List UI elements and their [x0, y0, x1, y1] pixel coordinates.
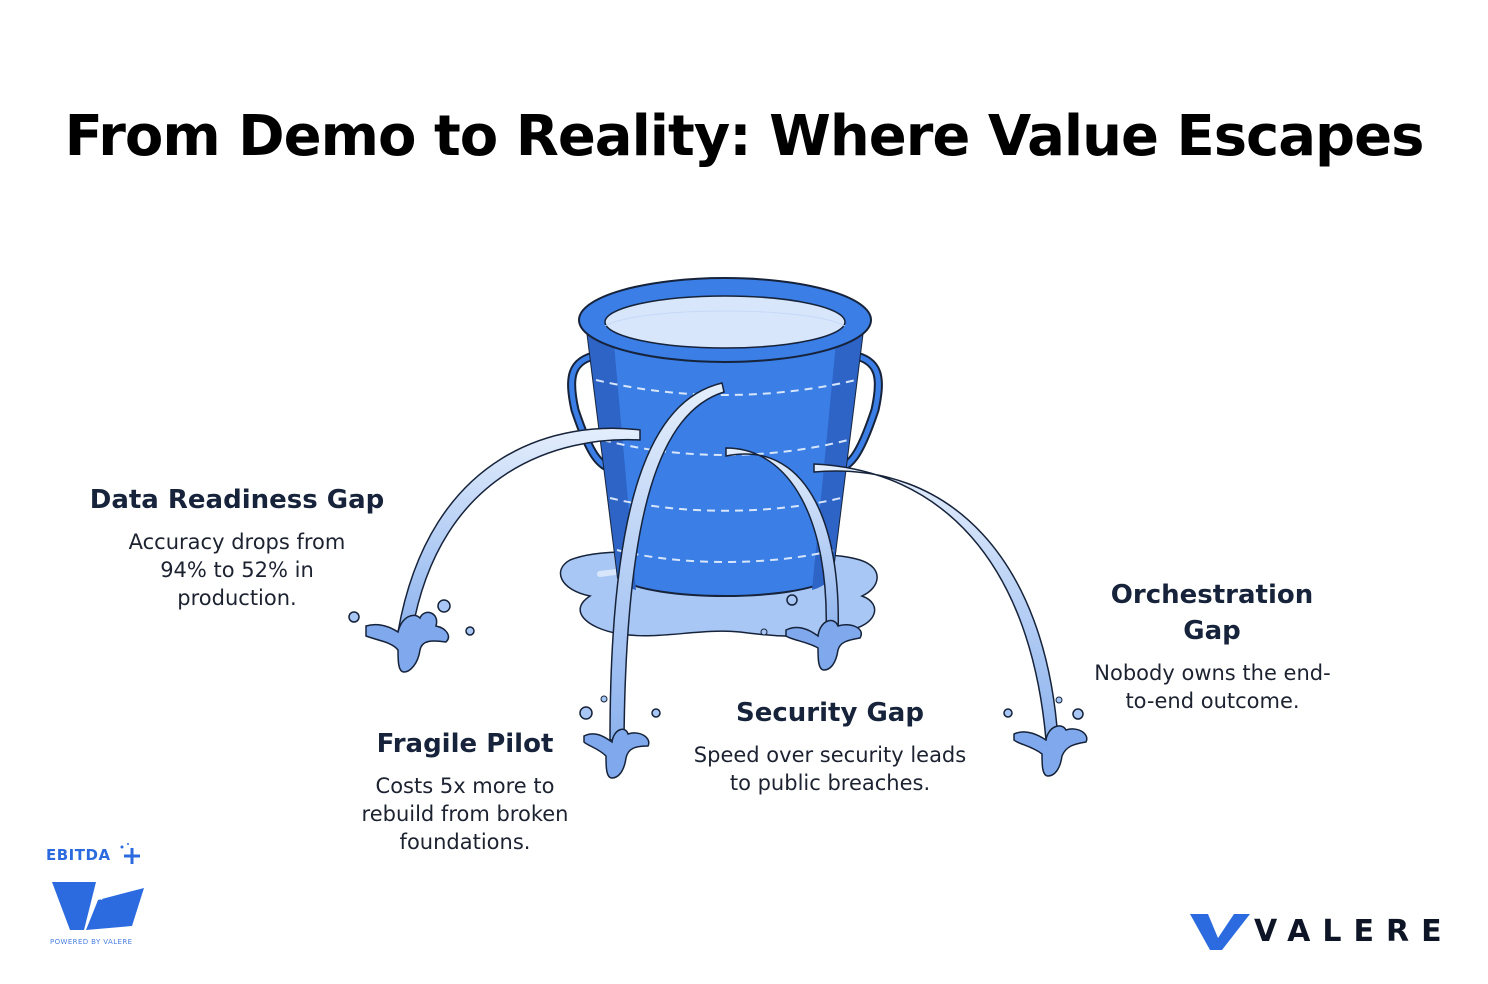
splash-data-readiness [348, 599, 475, 673]
ebitda-powered-by: POWERED BY VALERE [50, 938, 133, 946]
security-gap-body: Speed over security leads to public brea… [693, 743, 967, 795]
orchestration-gap-body: Nobody owns the end-to-end outcome. [1094, 661, 1331, 713]
fragile-pilot-label: Fragile Pilot Costs 5x more to rebuild f… [330, 726, 600, 856]
orchestration-gap-heading: Orchestration Gap [1110, 580, 1314, 646]
splash-orchestration [1003, 696, 1088, 777]
ebitda-rocket-icon [52, 843, 144, 930]
splash-security [785, 619, 863, 671]
data-readiness-heading: Data Readiness Gap [89, 485, 385, 515]
fragile-pilot-body: Costs 5x more to rebuild from broken fou… [361, 774, 569, 854]
page-title: From Demo to Reality: Where Value Escape… [64, 104, 1425, 169]
data-readiness-label: Data Readiness Gap Accuracy drops from 9… [82, 482, 392, 612]
fragile-pilot-heading: Fragile Pilot [376, 729, 554, 759]
ebitda-wordmark: EBITDA [46, 846, 111, 864]
splash-fragile-pilot [579, 695, 661, 779]
data-readiness-body: Accuracy drops from 94% to 52% in produc… [128, 530, 346, 610]
valere-logo: VALERE [1188, 908, 1458, 956]
orchestration-gap-label: Orchestration Gap Nobody owns the end-to… [1080, 577, 1345, 715]
valere-wordmark: VALERE [1254, 914, 1454, 949]
security-gap-heading: Security Gap [736, 698, 924, 728]
ebitda-logo: EBITDA POWERED BY VALERE [36, 842, 166, 952]
security-gap-label: Security Gap Speed over security leads t… [680, 695, 980, 797]
valere-v-icon [1190, 914, 1250, 950]
